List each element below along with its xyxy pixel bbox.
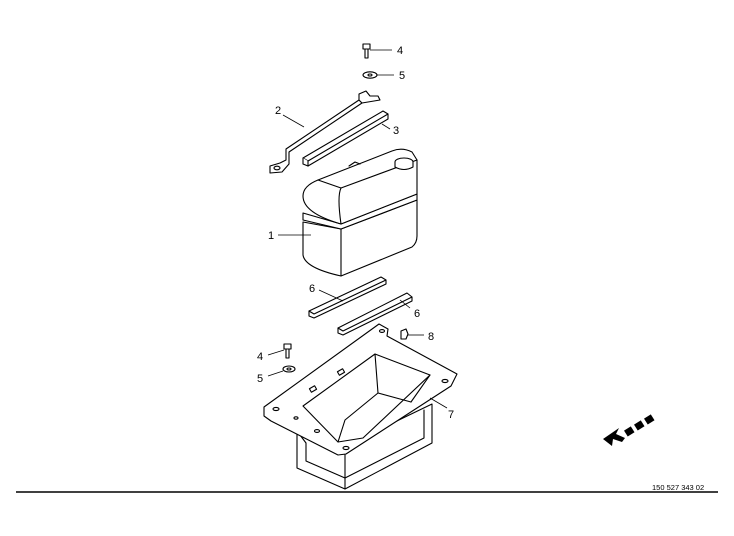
callout-pad-left: 6 (309, 283, 315, 295)
battery (278, 148, 418, 277)
hold-down-bracket (269, 90, 381, 174)
callout-washer-top: 5 (399, 70, 405, 82)
drawing-number: 150 527 343 02 (652, 483, 704, 492)
callout-battery: 1 (268, 230, 274, 242)
top-strip (302, 110, 391, 167)
bolt-top (362, 43, 392, 59)
callout-bolt-top: 4 (397, 45, 403, 57)
callout-strip-top: 3 (393, 125, 399, 137)
callout-pad-right: 6 (414, 308, 420, 320)
bolt-bottom (267, 343, 292, 359)
callout-tray: 7 (448, 409, 454, 421)
battery-tray (263, 323, 458, 490)
callout-bolt-bottom: 4 (257, 351, 263, 363)
washer-top (362, 71, 394, 79)
washer-bottom (267, 365, 296, 377)
callout-washer-bottom: 5 (257, 373, 263, 385)
pad-left (308, 276, 387, 319)
nut (400, 328, 424, 340)
pad-right (337, 292, 413, 336)
callout-bracket: 2 (275, 105, 281, 117)
callout-nut: 8 (428, 331, 434, 343)
dashed-direction-arrow-icon (603, 414, 655, 446)
